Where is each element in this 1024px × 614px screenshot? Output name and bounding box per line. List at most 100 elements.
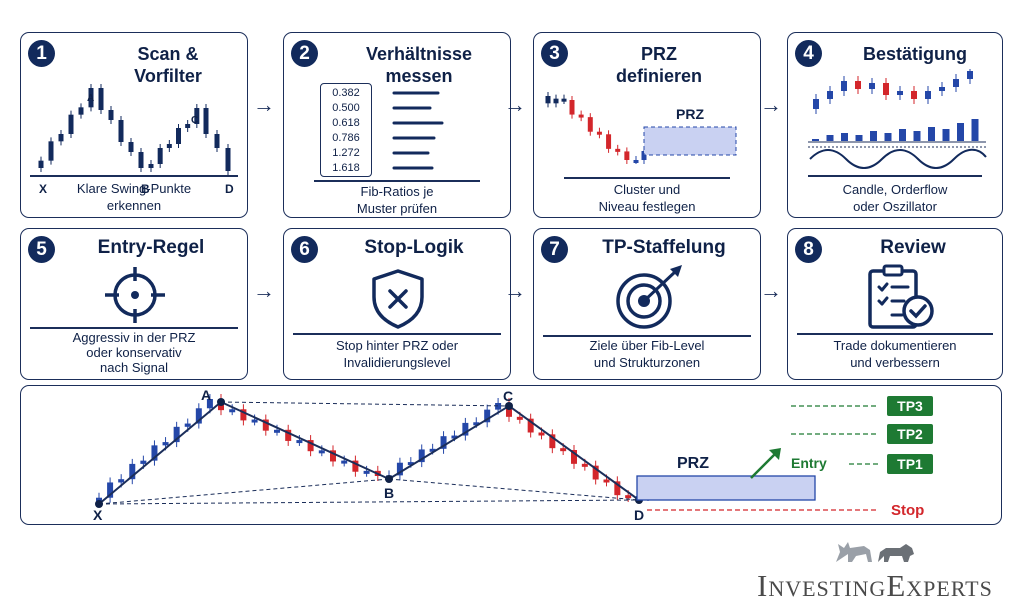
candle — [953, 79, 959, 87]
candle — [897, 91, 903, 95]
candle — [538, 432, 545, 436]
candle — [194, 108, 200, 124]
confirmation-chart — [808, 69, 987, 169]
candle — [855, 81, 861, 89]
candle — [251, 419, 258, 423]
step-title: Scan &Vorfilter — [134, 44, 202, 86]
candle — [560, 448, 567, 452]
tp1-badge — [887, 454, 933, 474]
candle — [418, 449, 425, 463]
candle — [203, 108, 209, 134]
prz-zone — [636, 475, 816, 501]
candle — [118, 479, 125, 483]
step-number-badge: 6 — [291, 236, 318, 263]
xabcd-pattern-line — [98, 400, 640, 505]
harmonic-pattern-panel: X A B C D PRZ Entry TP3 TP2 TP1 Stop — [20, 385, 1002, 525]
candle — [262, 419, 269, 431]
tp3-label: TP3 — [897, 398, 923, 414]
divider — [543, 335, 751, 337]
step-number-badge: 5 — [28, 236, 55, 263]
candle — [151, 445, 158, 461]
candle — [462, 422, 469, 436]
candle — [138, 152, 144, 168]
candle — [553, 98, 559, 104]
candle — [587, 117, 593, 132]
checklist-icon — [868, 264, 934, 329]
point-label-d: D — [225, 182, 234, 196]
point-label-c: C — [503, 388, 513, 404]
volume-bar — [913, 131, 921, 141]
step-number-badge: 3 — [541, 40, 568, 67]
prz-zone — [643, 126, 737, 156]
candle — [274, 429, 280, 433]
arrow-right-icon: → — [760, 278, 782, 303]
candle — [545, 96, 551, 104]
candle — [307, 440, 314, 452]
candle — [581, 463, 588, 467]
candle — [527, 418, 534, 433]
candle — [911, 91, 917, 99]
volume-bar — [870, 131, 877, 141]
bull-bear-logo-icon — [836, 542, 914, 562]
candle — [38, 160, 44, 168]
candle — [162, 442, 169, 446]
point-label-b: B — [384, 485, 394, 501]
entry-arrow-icon — [750, 453, 776, 479]
candle — [473, 422, 480, 426]
point-label-a: A — [201, 387, 211, 403]
step-number-badge: 8 — [795, 236, 822, 263]
point-label-d: D — [634, 507, 644, 523]
candle — [615, 148, 621, 152]
step-title: TP-Staffelung — [602, 237, 726, 258]
candle — [185, 124, 191, 128]
candle — [516, 416, 523, 420]
candle — [578, 114, 584, 118]
candle — [157, 148, 163, 164]
crosshair-icon — [105, 267, 165, 323]
candle — [451, 435, 458, 439]
candle — [107, 482, 114, 498]
candle — [330, 450, 336, 462]
volume-bar — [826, 135, 834, 141]
candle — [214, 134, 220, 148]
tp2-label: TP2 — [897, 426, 923, 442]
candle — [603, 479, 610, 483]
investing-experts-logo: INVESTINGEXPERTS — [757, 568, 993, 603]
point-label-x: X — [39, 182, 47, 196]
candle — [206, 399, 213, 409]
divider — [564, 177, 730, 179]
candle — [68, 114, 74, 134]
divider — [808, 175, 982, 177]
step-title: Entry-Regel — [97, 237, 205, 258]
fib-ratio: 0.786 — [332, 132, 360, 144]
candle — [429, 448, 436, 452]
candle — [176, 128, 181, 144]
tp1-label: TP1 — [897, 456, 923, 472]
tp2-badge — [887, 424, 933, 444]
step-number-badge: 4 — [795, 40, 822, 67]
divider — [797, 333, 993, 335]
shield-x-icon — [372, 269, 424, 329]
prz-chart: PRZ — [545, 92, 737, 164]
target-icon — [616, 265, 682, 329]
candle — [440, 436, 447, 449]
volume-bar — [899, 129, 906, 141]
candle — [606, 134, 612, 149]
volume-bar — [942, 129, 950, 141]
stop-label: Stop — [891, 502, 924, 519]
candle — [549, 434, 556, 449]
candle — [841, 81, 847, 91]
point-label-c: C — [191, 115, 198, 126]
candle — [118, 120, 124, 142]
prz-label: PRZ — [677, 455, 709, 472]
divider — [30, 175, 238, 177]
candle — [96, 497, 102, 501]
swing-points-chart: X A B C D — [38, 84, 234, 196]
